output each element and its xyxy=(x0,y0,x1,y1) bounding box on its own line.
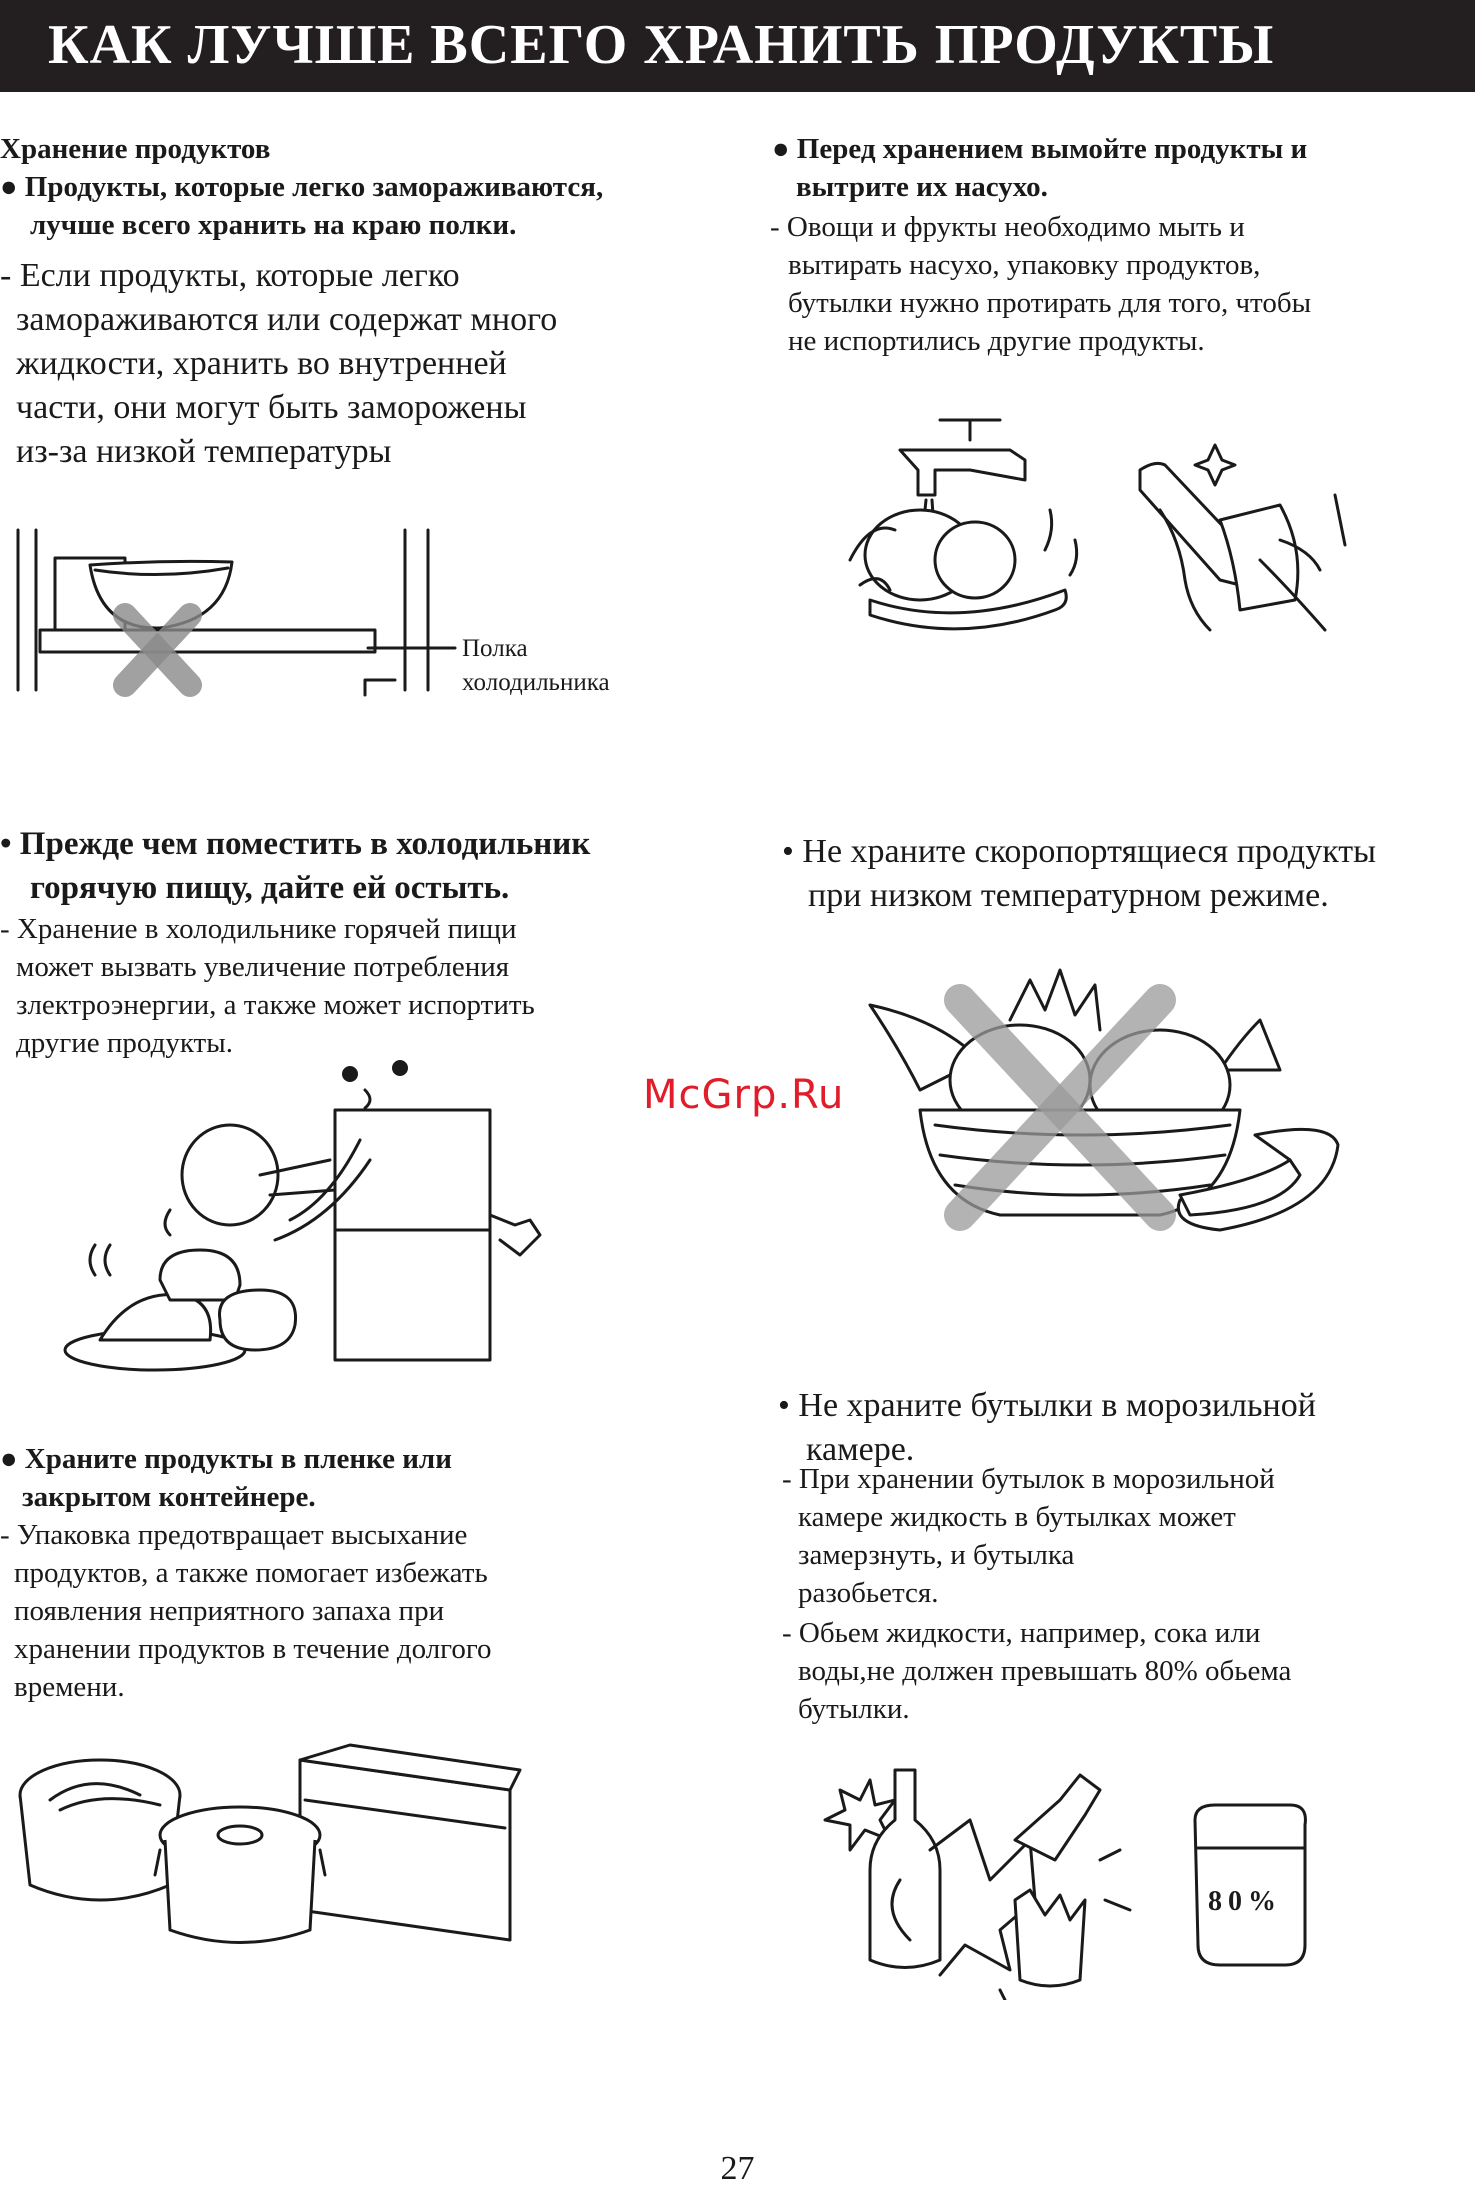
page-number: 27 xyxy=(720,2150,755,2187)
page-title: КАК ЛУЧШЕ ВСЕГО ХРАНИТЬ ПРОДУКТЫ xyxy=(48,14,1275,76)
shelf-illustration xyxy=(16,528,457,697)
hot-food-fridge-illustration xyxy=(63,1060,542,1372)
section-3-bullet: • Прежде чем поместить в холодильник гор… xyxy=(0,826,591,906)
spoiled-basket-illustration xyxy=(868,968,1340,1232)
shelf-label: Полка холодильника xyxy=(462,635,610,696)
section-5-body: - Упаковка предотвращает высыхание проду… xyxy=(0,1519,492,1703)
section-6-body-1: - При хранении бутылок в морозильной кам… xyxy=(782,1463,1275,1609)
section-heading: Хранение продуктов xyxy=(0,133,271,165)
section-3-body: - Хранение в холодильнике горячей пищи м… xyxy=(0,913,535,1059)
section-4-bullet: • Не храните скоропортящиеся продукты пр… xyxy=(782,833,1376,914)
section-6-body-2: - Обьем жидкости, например, сока или вод… xyxy=(782,1617,1292,1725)
section-5-bullet: ● Храните продукты в пленке или закрытом… xyxy=(0,1443,452,1513)
header-bar xyxy=(0,0,1475,92)
section-1-bullet: ● Продукты, которые легко замораживаются… xyxy=(0,171,604,241)
beaker-label: 80% xyxy=(1208,1886,1282,1917)
watermark: McGrp.Ru xyxy=(643,1072,845,1118)
section-6-bullet: • Не храните бутылки в морозильной камер… xyxy=(778,1387,1316,1468)
washing-illustration xyxy=(848,418,1347,632)
section-1-body: - Если продукты, которые легко заморажив… xyxy=(0,257,558,470)
bottles-illustration: 80% xyxy=(823,1768,1307,2000)
section-2-bullet: ● Перед хранением вымойте продукты и выт… xyxy=(772,133,1308,203)
containers-illustration xyxy=(18,1743,522,1944)
section-2-body: - Овощи и фрукты необходимо мыть и вытир… xyxy=(770,211,1312,357)
